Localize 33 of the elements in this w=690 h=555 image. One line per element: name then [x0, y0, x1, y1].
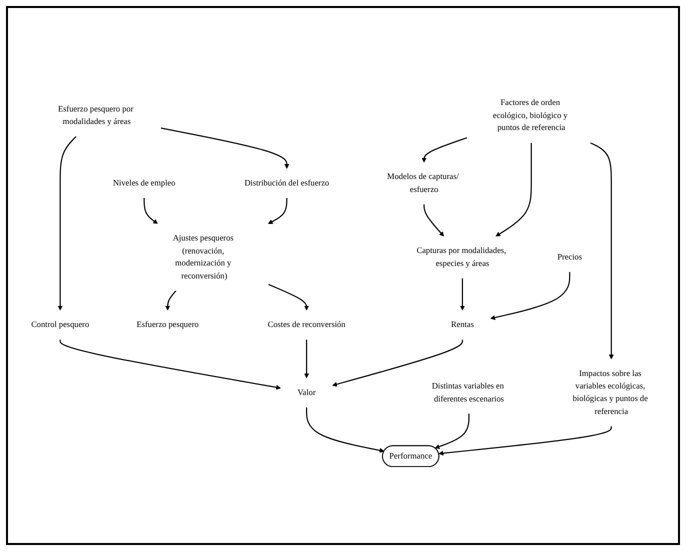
node-text: Rentas — [451, 320, 474, 330]
node-text: Esfuerzo pesquero — [136, 320, 199, 330]
arrow — [58, 136, 76, 311]
node-text: Distribución del esfuerzo — [244, 178, 330, 188]
arrow — [490, 272, 570, 320]
node-text: Modelos de capturas/ esfuerzo — [387, 172, 459, 194]
node-text: Precios — [557, 252, 582, 262]
node-text: Valor — [297, 388, 316, 397]
arrow — [165, 290, 176, 311]
node-text: Distintas variables en diferentes escenarios — [432, 382, 504, 404]
arrow — [304, 340, 310, 378]
arrow — [422, 137, 468, 163]
arrow — [460, 278, 465, 311]
node-text: Control pesquero — [31, 320, 90, 330]
arrow — [268, 284, 310, 311]
node-text: Impactos sobre las variables ecológicas, biológicas y puntos de referencia — [572, 369, 648, 416]
arrow — [332, 340, 463, 387]
arrow — [60, 340, 281, 390]
node-text: Costes de reconversión — [268, 320, 346, 330]
arrow — [268, 198, 288, 224]
node-text: Esfuerzo pesquero por modalidades y áreas — [58, 104, 134, 126]
arrow — [160, 128, 290, 169]
arrow — [423, 204, 444, 237]
arrow — [144, 198, 158, 224]
node-text: Ajustes pesqueros (renovación, modernización y reconversión) — [172, 234, 234, 280]
arrow — [434, 414, 470, 449]
arrow — [306, 407, 384, 453]
node-text: Factores de orden ecológico, biológico y puntos de referencia — [492, 98, 568, 132]
node-text: Niveles de empleo — [112, 178, 176, 188]
arrow — [438, 426, 612, 456]
node-text: Capturas por modalidades, especies y áreas — [416, 246, 506, 268]
arrow — [590, 142, 614, 360]
arrow — [496, 142, 532, 237]
